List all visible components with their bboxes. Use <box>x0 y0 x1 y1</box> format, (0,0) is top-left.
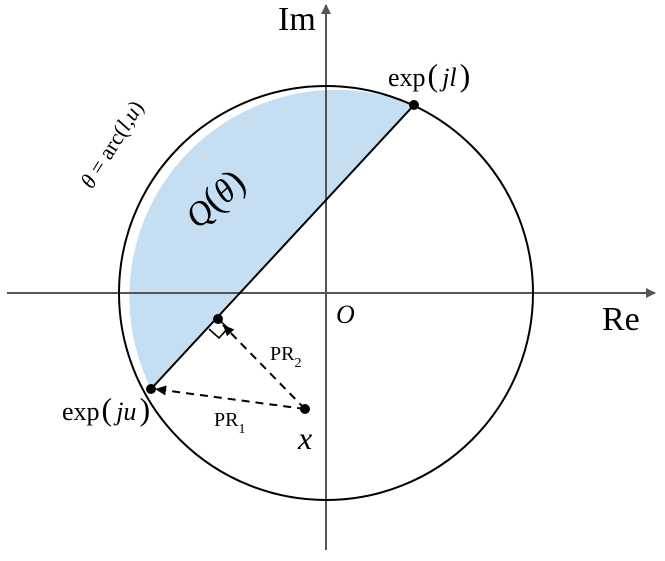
arc-label: θ = arc(l,u) <box>75 96 148 193</box>
point-exp-jl <box>409 100 419 110</box>
unit-circle <box>118 85 534 501</box>
re-axis-label: Re <box>602 301 640 338</box>
point-exp-ju <box>146 384 156 394</box>
exp-ju-label: exp(ju) <box>62 391 150 427</box>
region-q-theta <box>129 89 414 390</box>
x-point-label: x <box>297 420 312 456</box>
exp-jl-label: exp(jl) <box>388 57 470 93</box>
pr2-dashed-line <box>222 324 306 410</box>
point-x <box>300 404 310 414</box>
pr1-label: PR1 <box>214 409 245 437</box>
pr2-label: PR2 <box>270 343 301 371</box>
im-axis-label: Im <box>278 1 316 38</box>
origin-label: O <box>336 300 355 329</box>
pr1-dashed-line <box>154 385 306 410</box>
chord <box>150 104 415 390</box>
arc-label-group: θ = arc(l,u) <box>75 96 148 193</box>
point-projection <box>213 314 223 324</box>
